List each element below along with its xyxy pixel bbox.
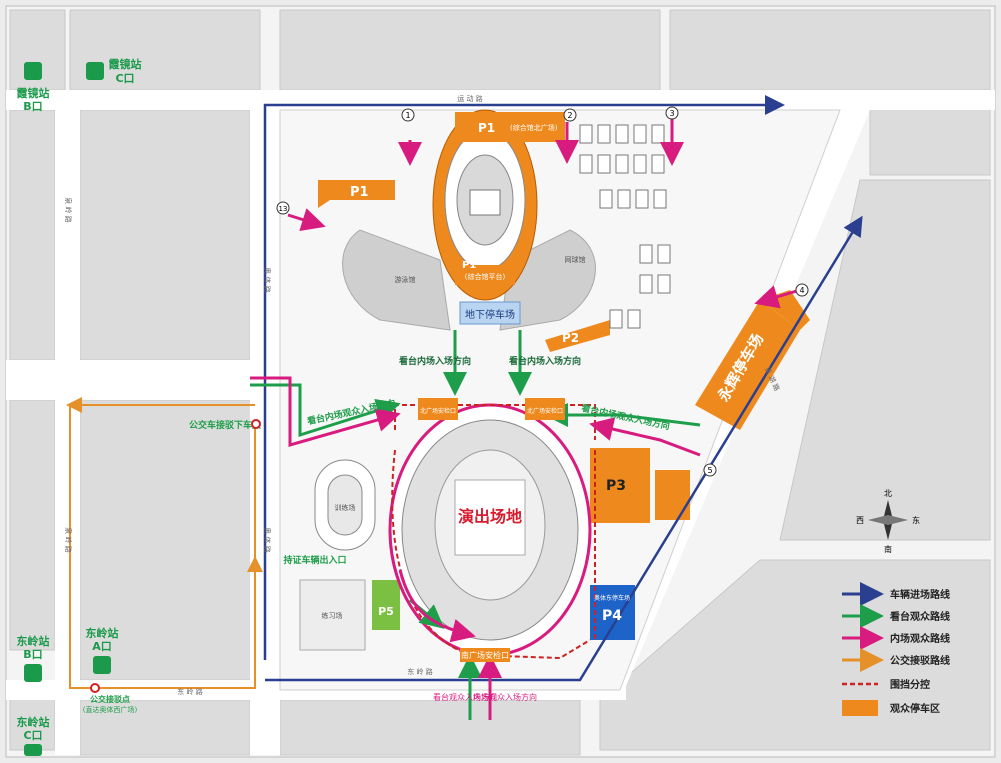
road-south2: 东 岭 路 [407, 667, 432, 676]
compass-west: 西 [856, 516, 864, 525]
legend-vehicle: 车辆进场路线 [842, 582, 950, 606]
legend-field: 内场观众路线 [842, 626, 950, 650]
station-dongling-a-exit: A口 [92, 640, 112, 653]
compass-icon: 北 南 东 西 [856, 489, 920, 554]
bus-dropoff-label: 公交车接驳下车点 [189, 419, 261, 431]
route-nodes: 1 2 3 4 5 13 [276, 106, 809, 477]
road-far-west: 泉 岭 路 [64, 197, 73, 222]
parking-p4 [590, 585, 635, 640]
road-west: 奥 体 路 [263, 267, 272, 292]
p1-north-label: P1 [478, 121, 495, 135]
station-xiajing-c: 霞镜站 C口 [86, 57, 142, 85]
p3-label: P3 [606, 478, 626, 494]
p1-west-label: P1 [350, 185, 369, 200]
node-3: 3 [669, 109, 674, 118]
p2-label: P2 [562, 331, 579, 345]
station-dongling-c-name: 东岭站 [17, 715, 50, 729]
station-xiajing-b-exit: B口 [23, 100, 42, 113]
station-dongling-a: 东岭站 A口 [86, 626, 119, 674]
node-1: 1 [405, 111, 410, 120]
tennis-label: 网球馆 [565, 255, 586, 264]
legend-stand-label: 看台观众路线 [890, 610, 950, 623]
north-plaza-left-label: 北广场安检口 [420, 407, 456, 415]
road-far-west2: 泉 岭 路 [64, 527, 73, 552]
legend-bus: 公交接驳路线 [842, 648, 950, 672]
natatorium-label: 游泳馆 [395, 275, 416, 284]
legend-barrier-label: 围挡分控 [890, 678, 930, 691]
stand-routes [250, 330, 701, 720]
arena [342, 109, 596, 331]
practice-label: 练习场 [322, 611, 343, 620]
stadium [388, 403, 592, 657]
node-5: 5 [707, 466, 712, 475]
compass-east: 东 [912, 515, 920, 525]
station-xiajing-b-name: 霞镜站 [17, 86, 50, 100]
south-plaza-label: 南广场安检口 [461, 650, 509, 660]
parking-p1-north [455, 112, 565, 142]
parking-p3 [590, 448, 650, 523]
station-dongling-c: 东岭站 C口 [17, 715, 50, 756]
station-dongling-b-exit: B口 [23, 648, 42, 661]
station-xiajing-b: 霞镜站 B口 [17, 62, 50, 113]
node-2: 2 [567, 111, 572, 120]
compass-south: 南 [884, 544, 892, 554]
stage-label: 演出场地 [458, 507, 522, 526]
vehicle-routes [263, 95, 863, 682]
legend-barrier: 围挡分控 [842, 678, 930, 691]
legend-stand: 看台观众路线 [842, 604, 950, 628]
compass-north: 北 [884, 489, 892, 498]
station-xiajing-c-exit: C口 [115, 72, 134, 85]
bus-dropoff-dot [251, 419, 261, 429]
parking-p1-west [318, 180, 395, 208]
bus-pickup-label: 公交接驳点 [90, 694, 130, 704]
road-north: 运 动 路 [457, 94, 482, 103]
underground-label: 地下停车场 [465, 308, 515, 321]
p1-north-sub: (综合馆北广场) [510, 123, 558, 132]
node-13: 13 [279, 205, 288, 213]
node-4: 4 [799, 286, 804, 295]
legend-vehicle-label: 车辆进场路线 [890, 588, 950, 601]
p1-platform-sub: (综合馆平台) [465, 272, 506, 281]
station-xiajing-c-name: 霞镜站 [109, 57, 142, 71]
stand-entry-left-label: 看台内场入场方向 [399, 355, 471, 367]
p4-label: P4 [602, 608, 622, 624]
station-dongling-a-name: 东岭站 [86, 626, 119, 640]
p4-sub: 奥体东停车场 [594, 594, 630, 602]
bus-pickup-sub: (直达奥体西广场) [83, 705, 138, 714]
training-label: 训练场 [335, 503, 356, 512]
road-west2: 奥 体 路 [263, 527, 272, 552]
legend-field-label: 内场观众路线 [890, 632, 950, 645]
parking-yonghui [695, 300, 800, 430]
p5-label: P5 [378, 605, 394, 618]
road-south: 东 岭 路 [177, 687, 202, 696]
legend-parking-label: 观众停车区 [890, 702, 940, 715]
parking-p2 [545, 320, 610, 352]
legend-bus-label: 公交接驳路线 [890, 654, 950, 667]
parking-p3b [655, 470, 690, 520]
parking-p1-platform [455, 265, 515, 285]
underground-parking [459, 301, 521, 325]
permit-entry-label: 持证车辆出入口 [283, 554, 346, 566]
north-plaza-right-label: 北广场安检口 [527, 407, 563, 415]
station-dongling-b: 东岭站 B口 [17, 634, 50, 682]
field-routes [250, 118, 801, 720]
legend: 车辆进场路线 看台观众路线 内场观众路线 公交接驳路线 围挡分控 观众停车区 [842, 582, 950, 716]
station-dongling-b-name: 东岭站 [17, 634, 50, 648]
bus-route [66, 397, 263, 689]
south-field-entry-label: 内场观众入场方向 [473, 692, 537, 702]
legend-parking: 观众停车区 [842, 700, 940, 716]
parking-p5 [372, 580, 400, 630]
south-stand-entry-label: 看台观众入场方向 [433, 692, 497, 702]
bus-pickup-dot [90, 683, 100, 693]
p1-platform-label: P1 [462, 260, 476, 271]
station-dongling-c-exit: C口 [23, 729, 42, 742]
stand-entry-right-label: 看台内场入场方向 [509, 355, 581, 367]
track-field: 训练场 练习场 [299, 459, 376, 651]
